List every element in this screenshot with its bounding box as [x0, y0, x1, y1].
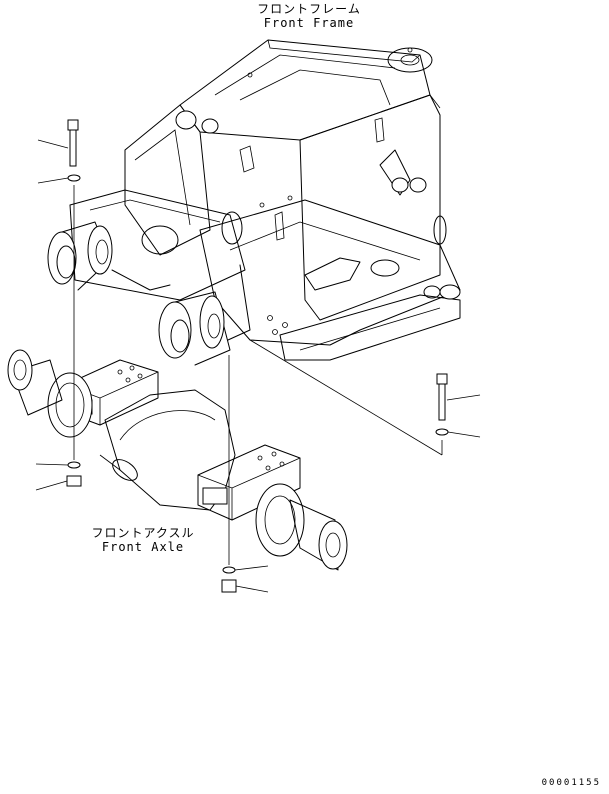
front-axle-label-jp: フロントアクスル [91, 526, 195, 540]
front-frame [47, 39, 461, 366]
front-frame-label: フロントフレーム Front Frame [244, 2, 374, 30]
front-axle-label: フロントアクスル Front Axle [78, 526, 208, 554]
leader-lines [35, 139, 481, 593]
document-code: 00001155 [541, 778, 601, 788]
front-frame-label-jp: フロントフレーム [257, 2, 361, 16]
fasteners [66, 119, 449, 593]
front-axle-label-en: Front Axle [101, 540, 185, 554]
front-frame-label-en: Front Frame [263, 16, 355, 30]
